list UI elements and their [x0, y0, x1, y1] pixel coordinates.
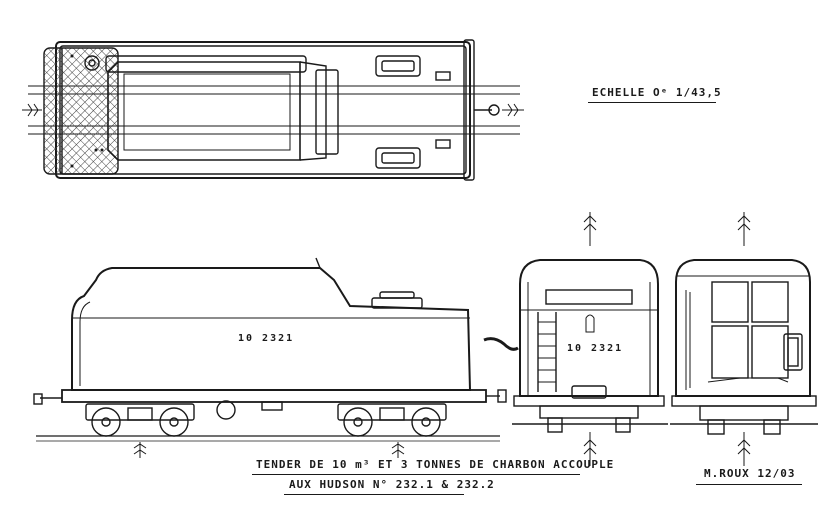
author-signature: M.ROUX 12/03 [704, 467, 796, 480]
top-plan-view [22, 39, 524, 181]
end-number-plate: 10 2321 [567, 343, 624, 354]
rear-end-view [512, 212, 668, 466]
scale-underline [588, 102, 716, 103]
author-underline [696, 484, 802, 485]
side-number-plate: 10 2321 [238, 333, 295, 344]
front-end-view [670, 212, 818, 466]
caption-underline-2 [284, 494, 464, 495]
side-elevation [33, 257, 519, 458]
caption-line-2: AUX HUDSON N° 232.1 & 232.2 [289, 478, 495, 491]
caption-line-1: TENDER DE 10 m³ ET 3 TONNES DE CHARBON A… [256, 458, 615, 471]
caption-underline-1 [252, 474, 580, 475]
scale-label: ECHELLE Oᵉ 1/43,5 [592, 86, 722, 99]
